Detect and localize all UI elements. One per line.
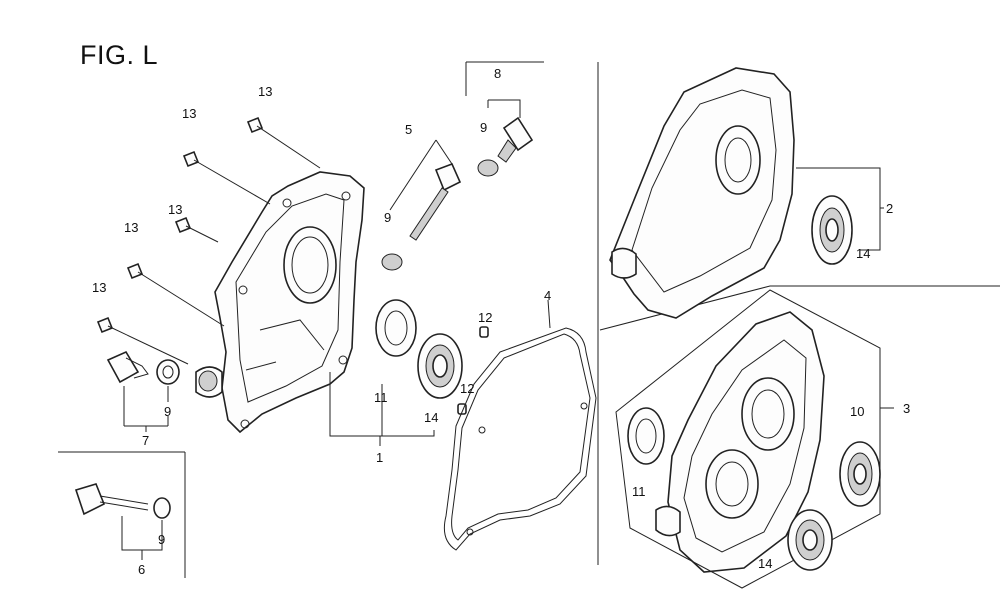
callout-13-a: 13 (258, 84, 272, 99)
gasket (443, 299, 597, 551)
callout-7: 7 (142, 433, 149, 448)
callout-2: 2 (886, 201, 893, 216)
callout-12-lower: 12 (460, 381, 474, 396)
flange-bolts (96, 116, 321, 365)
callout-9-drain: 9 (158, 532, 165, 547)
callout-11-left: 11 (374, 390, 388, 405)
callout-9-dipstick: 9 (384, 210, 391, 225)
crankcase-lower-right (615, 289, 894, 589)
callout-11-right: 11 (632, 484, 646, 499)
divider-lines (58, 61, 1000, 578)
figure-title: FIG. L (80, 40, 159, 70)
callout-14-upper-right: 14 (856, 246, 870, 261)
callout-10: 10 (850, 404, 864, 419)
callout-labels: 1 2 3 4 5 6 7 8 9 9 9 9 10 11 11 12 12 1… (92, 66, 910, 577)
callout-14-lower-right: 14 (758, 556, 772, 571)
callout-8: 8 (494, 66, 501, 81)
callout-9-breather: 9 (480, 120, 487, 135)
callout-4: 4 (544, 288, 551, 303)
callout-5: 5 (405, 122, 412, 137)
drain-plug-assy (74, 483, 171, 560)
callout-13-c: 13 (168, 202, 182, 217)
crankcase-upper-right (609, 67, 884, 319)
callout-6: 6 (138, 562, 145, 577)
dipstick-assy (381, 139, 462, 271)
callout-14-left: 14 (424, 410, 438, 425)
callout-9-filler: 9 (164, 404, 171, 419)
oil-filler-cap-assy (106, 350, 180, 432)
callout-12-upper: 12 (478, 310, 492, 325)
callout-13-d: 13 (124, 220, 138, 235)
breather-assy (477, 99, 534, 177)
callout-3: 3 (903, 401, 910, 416)
callout-13-e: 13 (92, 280, 106, 295)
callout-1: 1 (376, 450, 383, 465)
crankcase-cover (195, 171, 365, 434)
oil-seal-and-bearing-left (329, 299, 463, 446)
callout-13-b: 13 (182, 106, 196, 121)
